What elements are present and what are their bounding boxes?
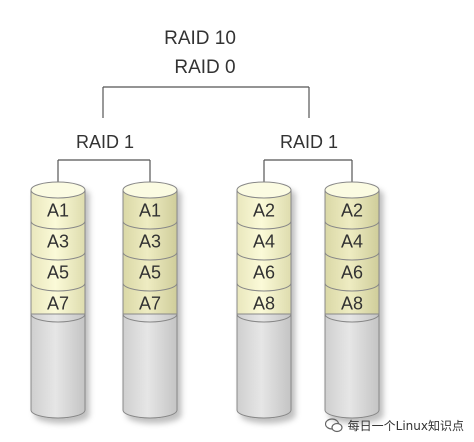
disk-top — [324, 181, 380, 199]
block-label: A1 — [139, 201, 161, 221]
disk-lower-body — [122, 313, 178, 419]
raid0-connector — [102, 86, 310, 118]
disk-divider — [30, 313, 86, 323]
block-label: A7 — [139, 294, 161, 314]
disk-top — [122, 181, 178, 199]
block-label: A5 — [139, 263, 161, 283]
disk-divider — [324, 313, 380, 323]
disk-divider — [236, 282, 292, 292]
disk-divider — [122, 251, 178, 261]
disk-divider — [122, 313, 178, 323]
block-label: A1 — [47, 201, 69, 221]
disk-lower-body — [324, 313, 380, 419]
disk-divider — [324, 220, 380, 230]
disk-top — [30, 181, 86, 199]
disk-top — [236, 181, 292, 199]
block-label: A3 — [139, 232, 161, 252]
disk-divider — [236, 220, 292, 230]
block-label: A2 — [253, 201, 275, 221]
block-label: A2 — [341, 201, 363, 221]
raid1-right-label: RAID 1 — [280, 132, 338, 152]
block-label: A4 — [341, 232, 363, 252]
raid10-title: RAID 10 — [164, 28, 236, 49]
watermark: 每日一个Linux知识点 — [324, 417, 464, 434]
wechat-icon — [324, 418, 343, 433]
block-label: A4 — [253, 232, 275, 252]
raid1-left-label: RAID 1 — [76, 132, 134, 152]
disk-divider — [30, 220, 86, 230]
disk-divider — [236, 251, 292, 261]
block-label: A7 — [47, 294, 69, 314]
block-label: A6 — [341, 263, 363, 283]
disk-divider — [122, 220, 178, 230]
disk-divider — [122, 282, 178, 292]
watermark-text: 每日一个Linux知识点 — [347, 419, 464, 433]
raid0-title: RAID 0 — [174, 57, 235, 78]
block-label: A3 — [47, 232, 69, 252]
disk-lower-body — [30, 313, 86, 419]
disk-divider — [324, 251, 380, 261]
block-label: A8 — [253, 294, 275, 314]
disk-divider — [324, 282, 380, 292]
disk-lower-body — [236, 313, 292, 419]
disk-segment-body — [122, 189, 178, 315]
disk-divider — [30, 282, 86, 292]
block-label: A8 — [341, 294, 363, 314]
block-label: A5 — [47, 263, 69, 283]
block-label: A6 — [253, 263, 275, 283]
disk-divider — [30, 251, 86, 261]
disk-divider — [236, 313, 292, 323]
